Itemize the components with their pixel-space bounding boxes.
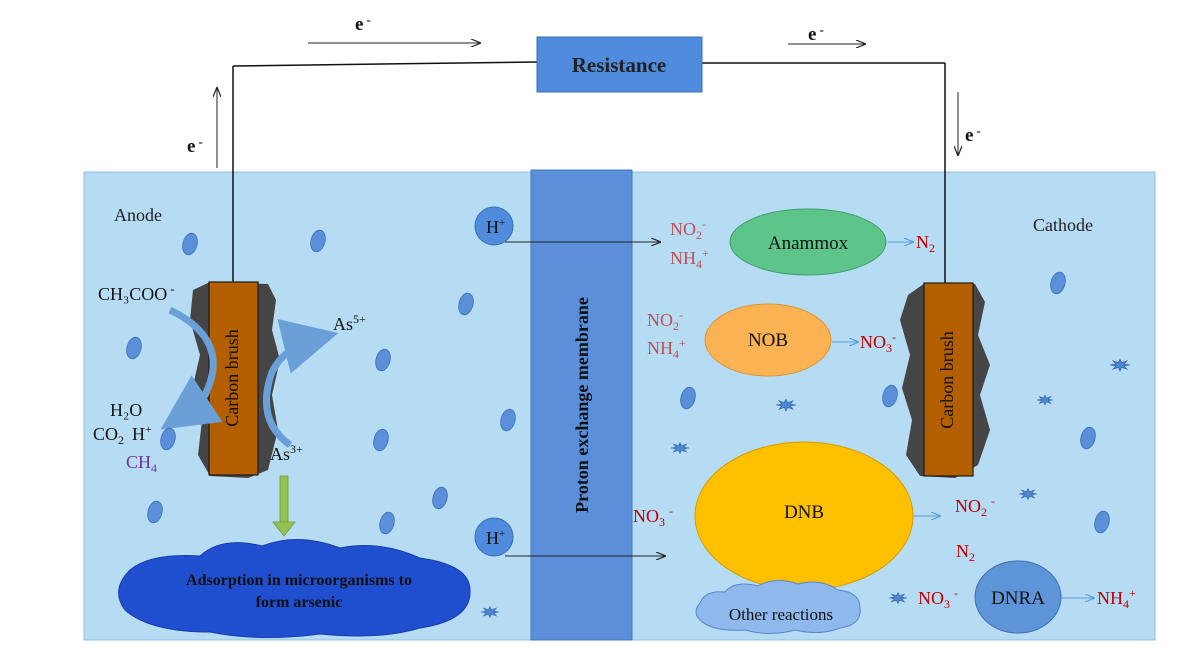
adsorption-cloud: Adsorption in microorganisms to form ars…	[118, 539, 471, 639]
svg-text:NO2-: NO2-	[670, 217, 706, 242]
resistance-label: Resistance	[572, 53, 666, 77]
methane: CH	[126, 452, 151, 472]
dnb-group: NO3- DNB NO2- N2	[633, 441, 995, 591]
cathode-carbon-brush: Carbon brush	[900, 282, 990, 478]
svg-text:e-: e-	[187, 134, 203, 157]
water: H₂O	[110, 400, 142, 420]
svg-text:NH4+: NH4+	[647, 336, 686, 361]
svg-text:H+: H+	[486, 528, 505, 548]
microbe-spiky	[480, 605, 500, 619]
svg-text:NO2-: NO2-	[955, 494, 995, 519]
microbe-spiky	[1018, 487, 1038, 501]
svg-text:NO3-: NO3-	[918, 586, 958, 611]
svg-text:H+: H+	[486, 217, 505, 237]
svg-text:As3+: As3+	[270, 442, 303, 464]
svg-text:N2: N2	[916, 232, 935, 255]
microbe-spiky	[888, 591, 908, 605]
cathode-brush-label: Carbon brush	[937, 331, 957, 429]
electron-label-top-left: e	[355, 14, 363, 35]
dnra-group: NO3- DNRA NH4+	[918, 560, 1136, 634]
microbe-rod	[160, 427, 176, 451]
microbe-rod	[1080, 426, 1096, 450]
microbe-rod	[1094, 510, 1110, 534]
electron-label-right: e	[965, 125, 973, 146]
svg-text:As5+: As5+	[333, 312, 366, 334]
microbe-rod	[432, 486, 448, 510]
svg-text:e-: e-	[808, 22, 824, 45]
microbe-rod	[680, 386, 696, 410]
microbes-spiky	[480, 358, 1131, 619]
dnb-label: DNB	[784, 502, 824, 523]
svg-text:CH4: CH4	[126, 452, 157, 475]
microbe-rod	[147, 500, 163, 524]
microbe-rod	[373, 428, 389, 452]
acetate: CH₃COO	[98, 284, 167, 304]
anode-brush-label: Carbon brush	[222, 329, 242, 427]
membrane-label: Proton exchange membrane	[572, 297, 592, 513]
microbe-rod	[375, 348, 391, 372]
microbe-rod	[458, 292, 474, 316]
arsenic-3: As	[270, 444, 290, 464]
anammox-label: Anammox	[768, 233, 849, 254]
other-reactions-cloud: Other reactions	[695, 580, 861, 634]
microbe-rod	[310, 229, 326, 253]
co2: CO	[93, 424, 118, 444]
microbe-rod	[1050, 271, 1066, 295]
microbes-rod	[126, 229, 1110, 535]
adsorption-arrow	[272, 475, 296, 537]
svg-text:NO3-: NO3-	[633, 504, 673, 529]
microbe-spiky	[1036, 394, 1054, 406]
other-reactions-label: Other reactions	[729, 605, 833, 624]
svg-text:e-: e-	[355, 12, 371, 35]
external-circuit	[232, 61, 946, 290]
nob-group: NO2- NH4+ NOB NO3-	[647, 303, 896, 377]
proton-top: H	[486, 217, 499, 237]
proton-anode: H	[132, 424, 145, 444]
microbe-rod	[182, 232, 198, 256]
svg-text:N2: N2	[956, 541, 975, 564]
microbe-spiky	[1109, 358, 1131, 372]
dnra-label: DNRA	[991, 588, 1045, 609]
arsenic-5: As	[333, 314, 353, 334]
svg-text:NH4+: NH4+	[670, 246, 709, 271]
microbe-spiky	[670, 441, 690, 455]
microbe-rod	[126, 336, 142, 360]
microbe-spiky	[775, 398, 797, 412]
microbe-rod	[882, 384, 898, 408]
nob-label: NOB	[748, 330, 788, 351]
svg-text:NO2-: NO2-	[647, 308, 683, 333]
anode-reaction-arrows	[160, 306, 339, 448]
svg-text:NH4+: NH4+	[1097, 586, 1136, 611]
proton-exchange-membrane: Proton exchange membrane	[530, 169, 633, 641]
svg-text:e-: e-	[965, 123, 981, 146]
svg-text:NO3-: NO3-	[860, 330, 896, 355]
anammox-group: NO2- NH4+ Anammox N2	[670, 208, 935, 276]
electron-label-top-right: e	[808, 24, 816, 45]
cathode-label: Cathode	[1033, 215, 1093, 235]
microbe-rod	[379, 511, 395, 535]
proton-transfer-bottom: H+	[474, 517, 665, 556]
proton-bottom: H	[486, 528, 499, 548]
svg-text:CH₃COO-: CH₃COO-	[98, 281, 175, 304]
proton-transfer-top: H+	[474, 206, 660, 245]
electron-label-left: e	[187, 136, 195, 157]
adsorption-line-2: form arsenic	[256, 594, 343, 611]
electron-flow: e- e- e- e-	[187, 12, 981, 168]
adsorption-line-1: Adsorption in microorganisms to	[186, 572, 412, 589]
microbe-rod	[500, 408, 516, 432]
anode-label: Anode	[114, 205, 162, 225]
resistance-box: Resistance	[536, 36, 703, 93]
